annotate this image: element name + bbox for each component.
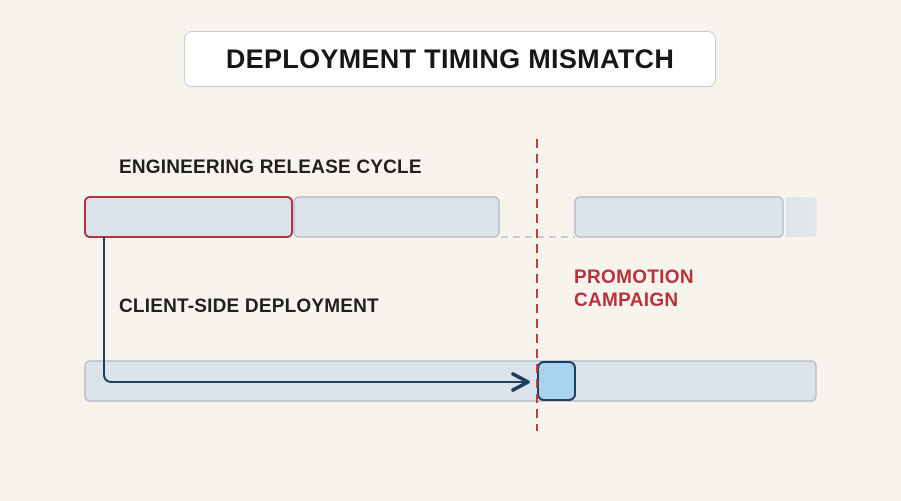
client-side-deployment-label: CLIENT-SIDE DEPLOYMENT <box>119 296 379 317</box>
deployment-delay-arrow <box>103 237 530 392</box>
promotion-label-line-1: PROMOTION <box>574 267 694 288</box>
promotion-label-line-2: CAMPAIGN <box>574 290 679 311</box>
release-window-2 <box>293 196 500 238</box>
release-window-continuation <box>786 197 817 237</box>
release-window-highlighted <box>84 196 293 238</box>
title-box: DEPLOYMENT TIMING MISMATCH <box>184 31 716 87</box>
promotion-campaign-label: PROMOTION CAMPAIGN <box>574 266 744 312</box>
engineering-release-cycle-label: ENGINEERING RELEASE CYCLE <box>119 157 422 178</box>
page-title: DEPLOYMENT TIMING MISMATCH <box>225 43 675 74</box>
deployment-point-icon <box>537 361 576 401</box>
release-window-3 <box>574 196 784 238</box>
client-deployment-timeline <box>84 237 817 402</box>
engineering-timeline <box>84 196 817 238</box>
